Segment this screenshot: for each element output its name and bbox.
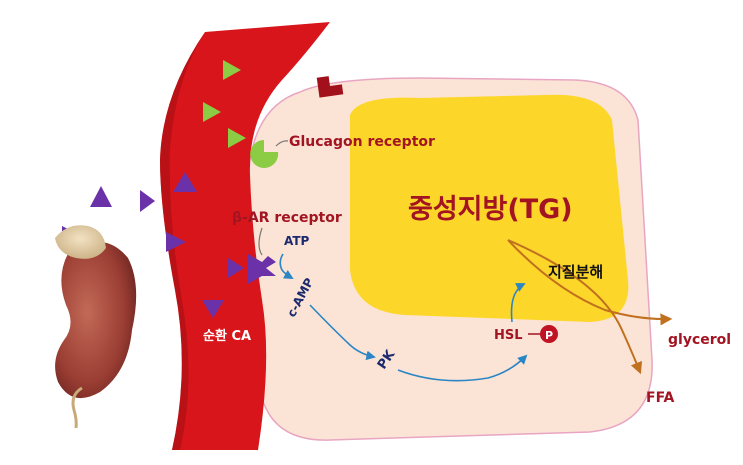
ffa-label: FFA (646, 390, 675, 406)
tg-label: 중성지방(TG) (408, 194, 573, 225)
green-triangle (228, 128, 246, 148)
glucagon-receptor-pointer (275, 140, 289, 147)
hsl-lipolysis-arrow (510, 283, 526, 323)
glucagon-receptor-label: Glucagon receptor (289, 134, 435, 150)
purple-triangle (90, 186, 112, 207)
glucagon-receptor-icon (250, 140, 279, 168)
green-triangle (223, 60, 241, 80)
hsl-label: HSL (494, 328, 523, 343)
beta-ar-receptor-icon (248, 254, 276, 284)
circulating-ca-label: 순환 CA (203, 328, 251, 344)
beta-ar-receptor-label: β-AR receptor (232, 210, 342, 226)
purple-triangle (173, 172, 197, 192)
green-triangle (203, 102, 221, 122)
atp-camp-arrow (279, 253, 294, 279)
tg-ffa-arrow (507, 239, 643, 375)
pk-hsl-arrow (397, 354, 528, 382)
purple-triangle (140, 190, 155, 212)
purple-triangle (166, 232, 186, 252)
adrenal-gland-icon (55, 225, 106, 259)
tg-glycerol-arrow (507, 239, 673, 326)
receptor-pointer (258, 227, 263, 256)
glycerol-label: glycerol (668, 332, 731, 348)
atp-label: ATP (284, 234, 310, 248)
phosphate-label: P (545, 329, 553, 342)
lipolysis-label: 지질분해 (548, 263, 603, 281)
receptor-corner-icon (316, 76, 344, 98)
camp-pk-arrow (309, 304, 376, 361)
phosphate-badge (540, 325, 558, 343)
ureter-icon (71, 386, 83, 429)
blood-vessel (160, 22, 330, 450)
purple-triangle (228, 258, 244, 278)
purple-triangle (202, 300, 224, 318)
kidney-icon (55, 241, 137, 399)
